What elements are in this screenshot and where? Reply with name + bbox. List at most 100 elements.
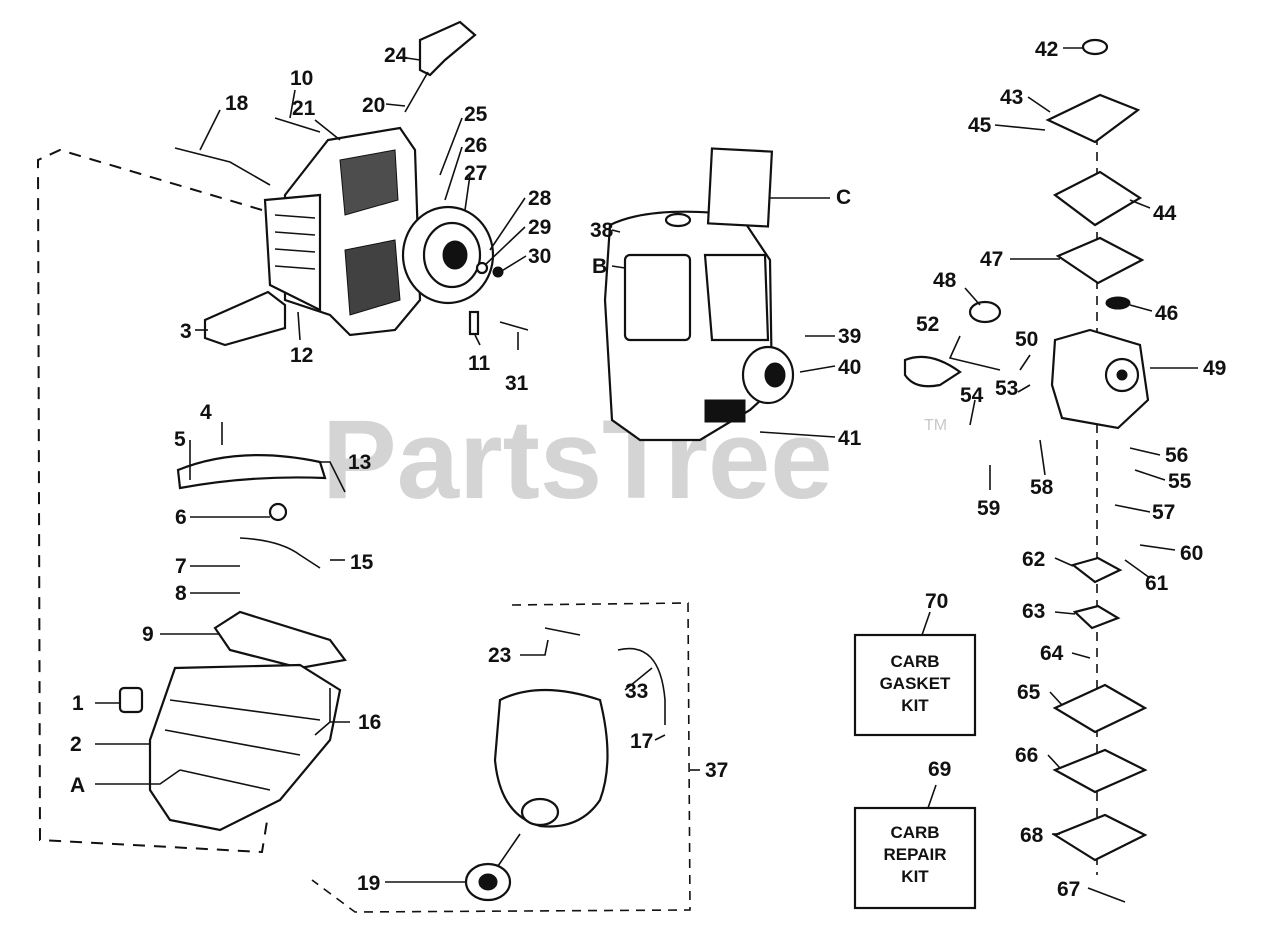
handle-housing	[148, 663, 342, 832]
callout-30: 30	[528, 245, 551, 268]
callout-31: 31	[505, 372, 529, 395]
washer-29	[475, 261, 489, 275]
callout-21: 21	[292, 97, 316, 120]
callout-33: 33	[625, 680, 648, 703]
watermark-text: PartsTree	[322, 397, 833, 522]
callout-44: 44	[1153, 202, 1177, 225]
callout-61: 61	[1145, 572, 1169, 595]
crank-bolt	[274, 117, 321, 133]
callout-19: 19	[357, 872, 380, 895]
gasket-kit-line2: GASKET	[880, 674, 951, 693]
callout-56: 56	[1165, 444, 1188, 467]
callout-46: 46	[1155, 302, 1178, 325]
metering-plate-62	[1070, 556, 1123, 584]
idle-plate-48	[968, 300, 1002, 324]
fuel-tank	[493, 688, 609, 828]
callout-58: 58	[1030, 476, 1054, 499]
callout-54: 54	[960, 384, 984, 407]
throttle-cable-fitting	[174, 147, 271, 186]
callout-17: 17	[630, 730, 653, 753]
engine-assembly-boundary	[36, 148, 269, 854]
carb-diaphragm-44	[1052, 170, 1143, 227]
carb-gasket-47	[1055, 236, 1145, 285]
callout-41: 41	[838, 427, 862, 450]
fuel-tank-neck	[520, 797, 560, 827]
callout-9: 9	[142, 623, 154, 646]
callout-60: 60	[1180, 542, 1203, 565]
callout-B: B	[592, 255, 607, 278]
callouts: 10 21 18 24 20 25 26 27 28 29 30 3 12 11…	[70, 38, 1226, 901]
metering-plate-63	[1072, 604, 1121, 630]
callout-16: 16	[358, 711, 381, 734]
callout-23: 23	[488, 644, 511, 667]
callout-20: 20	[362, 94, 385, 117]
callout-50: 50	[1015, 328, 1038, 351]
callout-67: 67	[1057, 878, 1080, 901]
repair-kit-line2: REPAIR	[884, 845, 947, 864]
callout-39: 39	[838, 325, 861, 348]
callout-C: C	[836, 186, 851, 209]
engine-block	[263, 126, 495, 337]
spark-plug-boot	[203, 290, 287, 347]
starter-handle	[404, 20, 477, 113]
callout-25: 25	[464, 103, 488, 126]
callout-13: 13	[348, 451, 371, 474]
callout-42: 42	[1035, 38, 1058, 61]
gasket-kit-line3: KIT	[901, 696, 929, 715]
pump-cover-68	[1052, 813, 1148, 862]
callout-70: 70	[925, 590, 948, 613]
callout-7: 7	[175, 555, 187, 578]
callout-37: 37	[705, 759, 728, 782]
pump-body-66	[1052, 748, 1148, 794]
fuel-filter	[544, 627, 581, 636]
callout-52: 52	[916, 313, 939, 336]
callout-8: 8	[175, 582, 187, 605]
callout-62: 62	[1022, 548, 1045, 571]
nut-30	[492, 266, 504, 278]
throttle-lever	[213, 610, 347, 670]
callout-55: 55	[1168, 470, 1192, 493]
callout-29: 29	[528, 216, 551, 239]
carb-gasket-kit: CARB GASKET KIT 70	[853, 590, 977, 737]
gasket-kit-line1: CARB	[890, 652, 939, 671]
watermark-trademark: TM	[924, 417, 947, 434]
switch-cover	[118, 686, 144, 714]
cover-screw-42	[1081, 38, 1109, 56]
lockout-spring	[268, 502, 288, 522]
callout-45: 45	[968, 114, 992, 137]
callout-59: 59	[977, 497, 1000, 520]
carb-body	[1050, 328, 1150, 430]
engine-shroud	[603, 210, 795, 442]
throttle-shaft-lever	[903, 355, 962, 388]
callout-53: 53	[995, 377, 1018, 400]
throttle-rod	[239, 537, 321, 569]
callout-10: 10	[290, 67, 313, 90]
carb-cover	[1045, 93, 1141, 144]
carb-repair-kit: CARB REPAIR KIT 69	[853, 758, 977, 910]
callout-27: 27	[464, 162, 487, 185]
callout-63: 63	[1022, 600, 1045, 623]
callout-3: 3	[180, 320, 192, 343]
callout-57: 57	[1152, 501, 1175, 524]
repair-kit-line3: KIT	[901, 867, 929, 886]
callout-66: 66	[1015, 744, 1038, 767]
callout-26: 26	[464, 134, 487, 157]
metering-gasket-65	[1052, 683, 1148, 734]
decal-c	[706, 147, 774, 228]
callout-48: 48	[933, 269, 957, 292]
filter-screen-46	[1105, 296, 1131, 310]
callout-11: 11	[468, 352, 491, 375]
callout-64: 64	[1040, 642, 1064, 665]
fuel-line	[617, 647, 666, 725]
callout-12: 12	[290, 344, 313, 367]
fuel-tank-bracket	[311, 602, 691, 913]
callout-43: 43	[1000, 86, 1023, 109]
callout-4: 4	[200, 401, 212, 424]
callout-47: 47	[980, 248, 1003, 271]
callout-18: 18	[225, 92, 249, 115]
callout-A: A	[70, 774, 85, 797]
callout-1: 1	[72, 692, 84, 715]
callout-68: 68	[1020, 824, 1044, 847]
callout-69: 69	[928, 758, 951, 781]
